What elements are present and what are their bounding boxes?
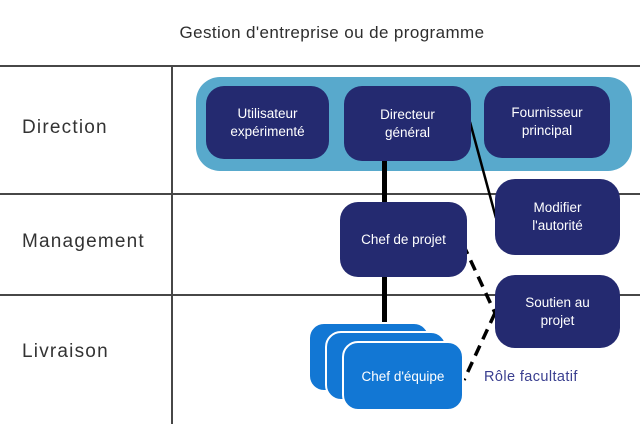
optional-connector-project-support-team-manager [462, 312, 497, 381]
node-project-support: Soutien au projet [495, 275, 620, 348]
node-senior-supplier: Fournisseur principal [484, 86, 610, 158]
lane-label-column-divider [171, 65, 173, 424]
lane-label-direction: Direction [22, 117, 108, 138]
node-change-authority: Modifier l'autorité [495, 179, 620, 255]
node-executive: Directeur général [344, 86, 471, 161]
lane-label-livraison: Livraison [22, 341, 109, 362]
optional-connector-project-manager-project-support [461, 243, 497, 314]
lane-divider-management-livraison [0, 294, 640, 296]
node-experienced-user: Utilisateur expérimenté [206, 86, 329, 159]
lane-divider-direction-management [0, 193, 640, 195]
node-project-manager: Chef de projet [340, 202, 467, 277]
lane-divider-top [0, 65, 640, 67]
optional-role-note: Rôle facultatif [484, 369, 578, 385]
lane-label-management: Management [22, 231, 145, 252]
page-title: Gestion d'entreprise ou de programme [179, 23, 485, 42]
connector-executive-change-authority [468, 121, 498, 219]
node-team-manager: Chef d'équipe [342, 341, 464, 411]
